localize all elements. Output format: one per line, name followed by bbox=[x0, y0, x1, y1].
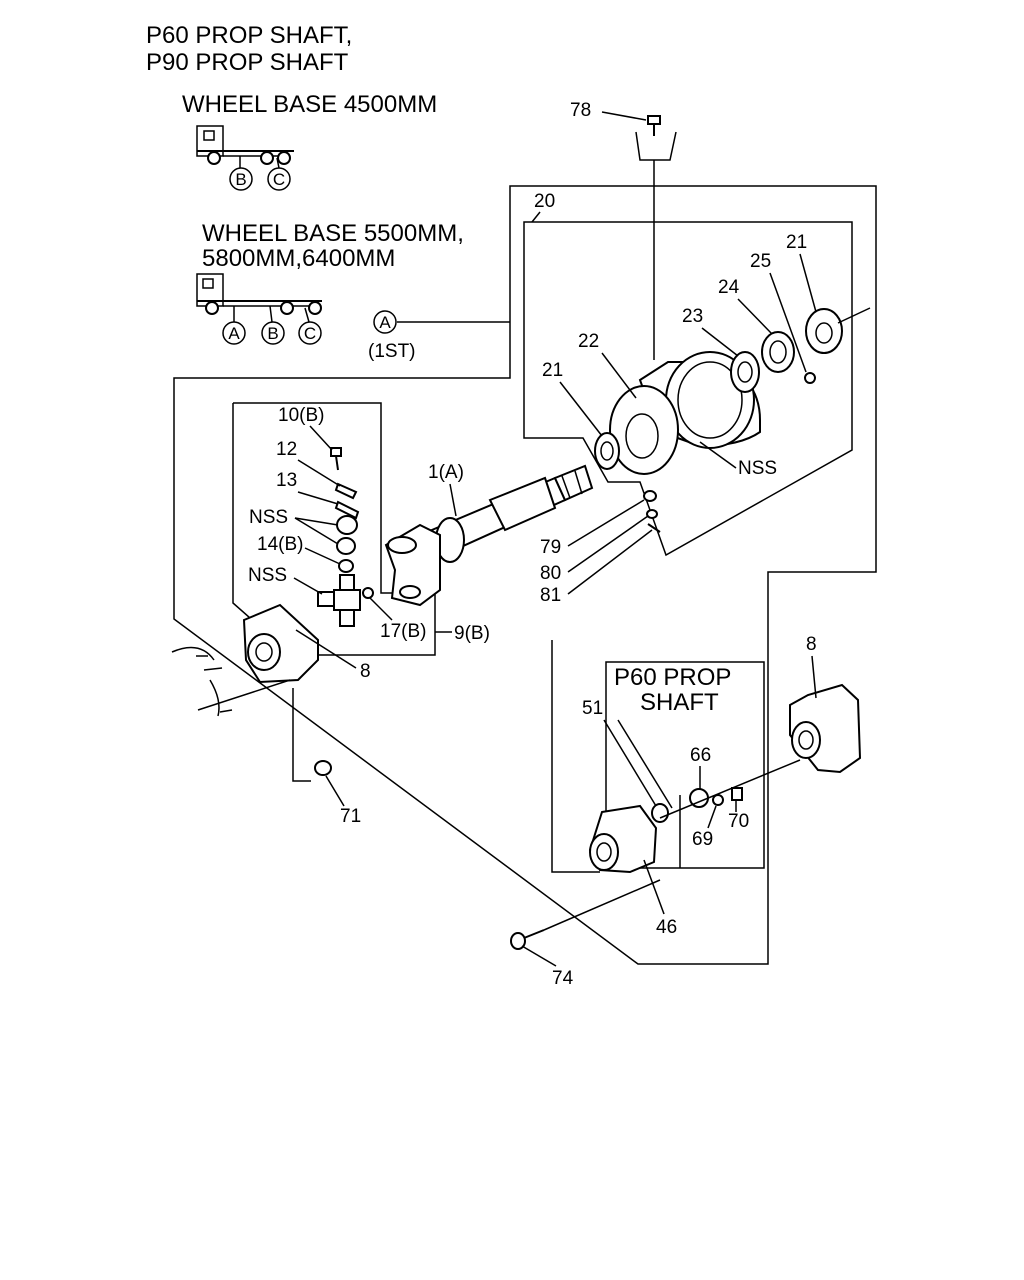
diagram-title-line2: P90 PROP SHAFT bbox=[146, 49, 349, 76]
bearing-23-icon bbox=[730, 351, 760, 393]
spider-nss-icon bbox=[317, 574, 361, 627]
bearing-cap-14b-icon bbox=[338, 559, 354, 573]
washer-79-icon bbox=[643, 490, 657, 502]
washer-51-icon bbox=[651, 803, 669, 823]
assembly-ref-marker-a: A bbox=[373, 310, 397, 334]
shaft-yoke-icon bbox=[384, 523, 441, 607]
assembly-frame-outer bbox=[173, 185, 877, 965]
rubber-cushion-icon bbox=[609, 385, 679, 475]
callout-21-top: 21 bbox=[786, 232, 807, 253]
truck-icon-4500 bbox=[196, 125, 294, 169]
inset-box-title-line2: SHAFT bbox=[640, 689, 719, 716]
flange-8-right-icon bbox=[789, 683, 862, 774]
callout-9b: 9(B) bbox=[454, 623, 490, 644]
assembly-ref-marker-text: A bbox=[379, 313, 391, 332]
washer-69-icon bbox=[712, 794, 724, 806]
callout-80: 80 bbox=[540, 563, 561, 584]
seal-21-right-icon bbox=[805, 308, 843, 354]
callout-20: 20 bbox=[534, 191, 555, 212]
housing-stub-icon bbox=[171, 646, 233, 717]
seal-24-icon bbox=[761, 331, 795, 373]
callout-74: 74 bbox=[552, 968, 574, 989]
shaft-marker-b-4500: B bbox=[229, 167, 253, 191]
bearing-group-frame bbox=[523, 221, 853, 557]
flange-46-icon bbox=[588, 804, 658, 874]
flange-8-left-icon bbox=[242, 603, 319, 684]
marker-b-text: B bbox=[267, 324, 278, 343]
marker-a-text: A bbox=[228, 324, 240, 343]
callout-46: 46 bbox=[656, 917, 677, 938]
callout-nss-caps: NSS bbox=[249, 507, 288, 528]
callout-21-left: 21 bbox=[542, 360, 563, 381]
diagram-title-line1: P60 PROP SHAFT, bbox=[146, 22, 352, 49]
callout-nss-bracket: NSS bbox=[738, 458, 777, 479]
callout-17b: 17(B) bbox=[380, 621, 426, 642]
callout-69: 69 bbox=[692, 829, 713, 850]
callout-12: 12 bbox=[276, 439, 297, 460]
bolt-70-icon bbox=[731, 787, 743, 801]
wheelbase-5500-label-line1: WHEEL BASE 5500MM, bbox=[202, 220, 464, 247]
callout-66: 66 bbox=[690, 745, 711, 766]
callout-51: 51 bbox=[582, 698, 603, 719]
propeller-shaft-icon bbox=[418, 464, 594, 563]
ujoint-group-frame bbox=[232, 402, 436, 656]
callout-nss-spider: NSS bbox=[248, 565, 287, 586]
bolt-10b-icon bbox=[330, 447, 342, 471]
bolt-78-icon bbox=[635, 115, 677, 360]
nut-71-icon bbox=[314, 760, 332, 776]
callout-79: 79 bbox=[540, 537, 561, 558]
wheelbase-4500-label: WHEEL BASE 4500MM bbox=[182, 91, 437, 118]
callout-14b: 14(B) bbox=[257, 534, 303, 555]
shaft-marker-c-4500: C bbox=[267, 167, 291, 191]
callout-13: 13 bbox=[276, 470, 297, 491]
callout-22: 22 bbox=[578, 331, 599, 352]
lock-plate-12-icon bbox=[334, 482, 358, 500]
inset-box-p60 bbox=[605, 661, 765, 869]
pin-81-icon bbox=[647, 523, 661, 533]
wheelbase-5500-label-line2: 5800MM,6400MM bbox=[202, 245, 395, 272]
marker-c-text: C bbox=[273, 170, 285, 189]
flange-group-frame bbox=[551, 640, 600, 873]
callout-10b: 10(B) bbox=[278, 405, 324, 426]
callout-70: 70 bbox=[728, 811, 749, 832]
callout-81: 81 bbox=[540, 585, 561, 606]
callout-24: 24 bbox=[718, 277, 740, 298]
shaft-marker-b-5500: B bbox=[261, 321, 285, 345]
callout-1a: 1(A) bbox=[428, 462, 464, 483]
lock-13-icon bbox=[334, 500, 360, 520]
shaft-marker-a-5500: A bbox=[222, 321, 246, 345]
bolt-74-icon bbox=[510, 929, 545, 950]
assembly-ref-note: (1ST) bbox=[368, 341, 416, 362]
callout-78: 78 bbox=[570, 100, 591, 121]
marker-b-text: B bbox=[235, 170, 246, 189]
seal-21-left-icon bbox=[594, 432, 620, 470]
shaft-marker-c-5500: C bbox=[298, 321, 322, 345]
callout-25: 25 bbox=[750, 251, 771, 272]
washer-80-icon bbox=[646, 509, 658, 519]
callout-71: 71 bbox=[340, 806, 361, 827]
inset-box-title-line1: P60 PROP bbox=[614, 664, 731, 691]
callout-8-right: 8 bbox=[806, 634, 817, 655]
callout-8-left: 8 bbox=[360, 661, 371, 682]
truck-icon-5500 bbox=[196, 273, 322, 323]
marker-c-text: C bbox=[304, 324, 316, 343]
callout-23: 23 bbox=[682, 306, 703, 327]
cap-nss-icon bbox=[336, 515, 358, 555]
clip-25-icon bbox=[804, 372, 816, 384]
grease-nipple-17b-icon bbox=[362, 587, 374, 599]
